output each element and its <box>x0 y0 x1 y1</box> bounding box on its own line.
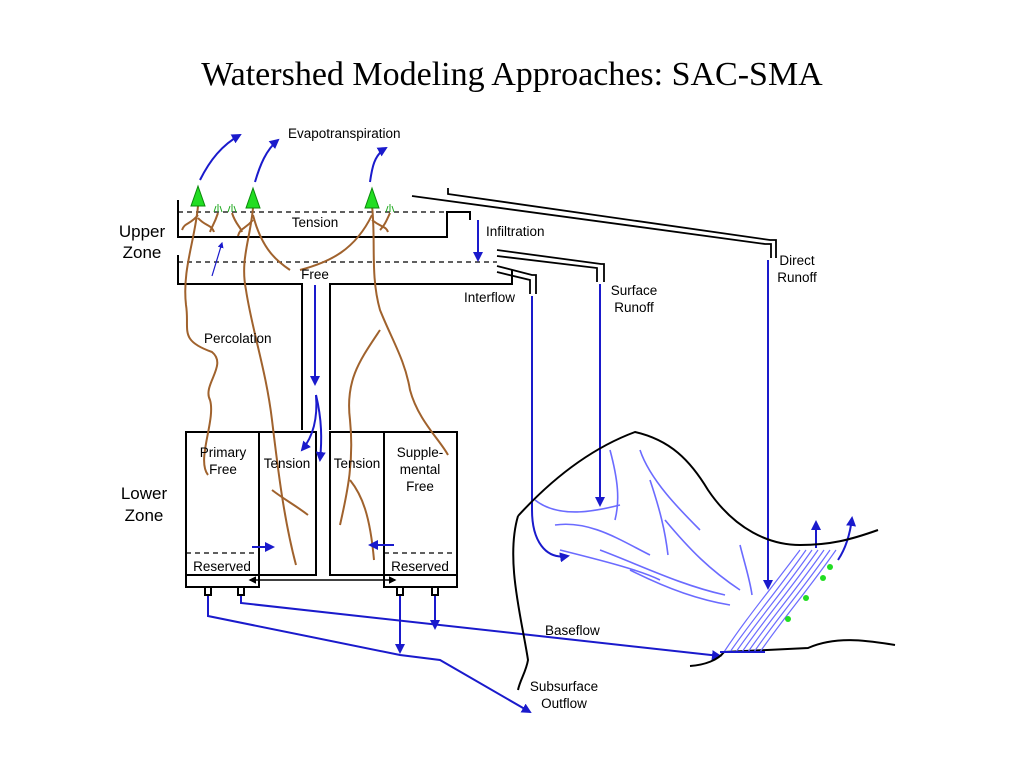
to-lower-split <box>315 394 326 462</box>
label-baseflow: Baseflow <box>545 623 600 638</box>
surface-runoff-channel <box>496 249 605 282</box>
label-reserved-left: Reserved <box>193 559 251 574</box>
direct-runoff-channel <box>411 188 777 258</box>
upper-free-tank <box>177 255 513 430</box>
stream-evap-arrow-2 <box>837 516 857 561</box>
to-lower-tension-left <box>300 394 318 452</box>
label-lower-tension-left: Tension <box>264 456 311 471</box>
label-infiltration: Infiltration <box>486 224 545 239</box>
tree-icon <box>190 184 206 207</box>
slide-title: Watershed Modeling Approaches: SAC-SMA <box>201 56 823 93</box>
label-primary-free-1: Primary <box>200 445 247 460</box>
label-primary-free-2: Free <box>209 462 237 477</box>
label-supplemental-3: Free <box>406 479 434 494</box>
plant-icon <box>820 575 826 581</box>
riparian-plants <box>785 564 833 622</box>
label-subsurface-1: Subsurface <box>530 679 598 694</box>
label-reserved-right: Reserved <box>391 559 449 574</box>
label-surface-runoff-2: Runoff <box>614 300 654 315</box>
label-direct-runoff-2: Runoff <box>777 270 817 285</box>
interflow-channel <box>496 265 537 294</box>
label-upper-zone-1: Upper <box>119 222 166 241</box>
interflow-arrow <box>531 296 570 563</box>
plant-icon <box>827 564 833 570</box>
plant-roots <box>181 205 449 566</box>
label-upper-zone-2: Zone <box>123 243 162 262</box>
tree-icons <box>190 184 380 209</box>
grass-icons <box>213 204 395 213</box>
label-lower-zone-1: Lower <box>121 484 168 503</box>
label-interflow: Interflow <box>464 290 515 305</box>
label-supplemental-2: mental <box>400 462 441 477</box>
label-lower-zone-2: Zone <box>125 506 164 525</box>
tree-icon <box>245 186 261 209</box>
tree-icon <box>364 186 380 209</box>
label-lower-tension-right: Tension <box>334 456 381 471</box>
label-direct-runoff-1: Direct <box>779 253 815 268</box>
flow-arrows <box>199 134 857 714</box>
upper-tension-tank <box>177 200 471 238</box>
label-surface-runoff-1: Surface <box>611 283 658 298</box>
watershed-outline <box>512 430 896 691</box>
label-subsurface-2: Outflow <box>541 696 587 711</box>
subsurface-arrow <box>207 596 532 714</box>
evap-arrow-2 <box>254 138 280 183</box>
baseflow-arrow <box>240 596 722 661</box>
plant-icon <box>803 595 809 601</box>
plant-icon <box>785 616 791 622</box>
percolation-up-arrow <box>211 241 224 277</box>
label-supplemental-1: Supple- <box>397 445 444 460</box>
river-channel <box>720 549 837 653</box>
label-upper-free: Free <box>301 267 329 282</box>
label-percolation: Percolation <box>204 331 272 346</box>
stream-network <box>534 449 753 606</box>
label-upper-tension: Tension <box>292 215 339 230</box>
evap-arrow-1 <box>199 134 242 181</box>
evap-arrow-3 <box>369 146 388 183</box>
label-evapotranspiration: Evapotranspiration <box>288 126 401 141</box>
